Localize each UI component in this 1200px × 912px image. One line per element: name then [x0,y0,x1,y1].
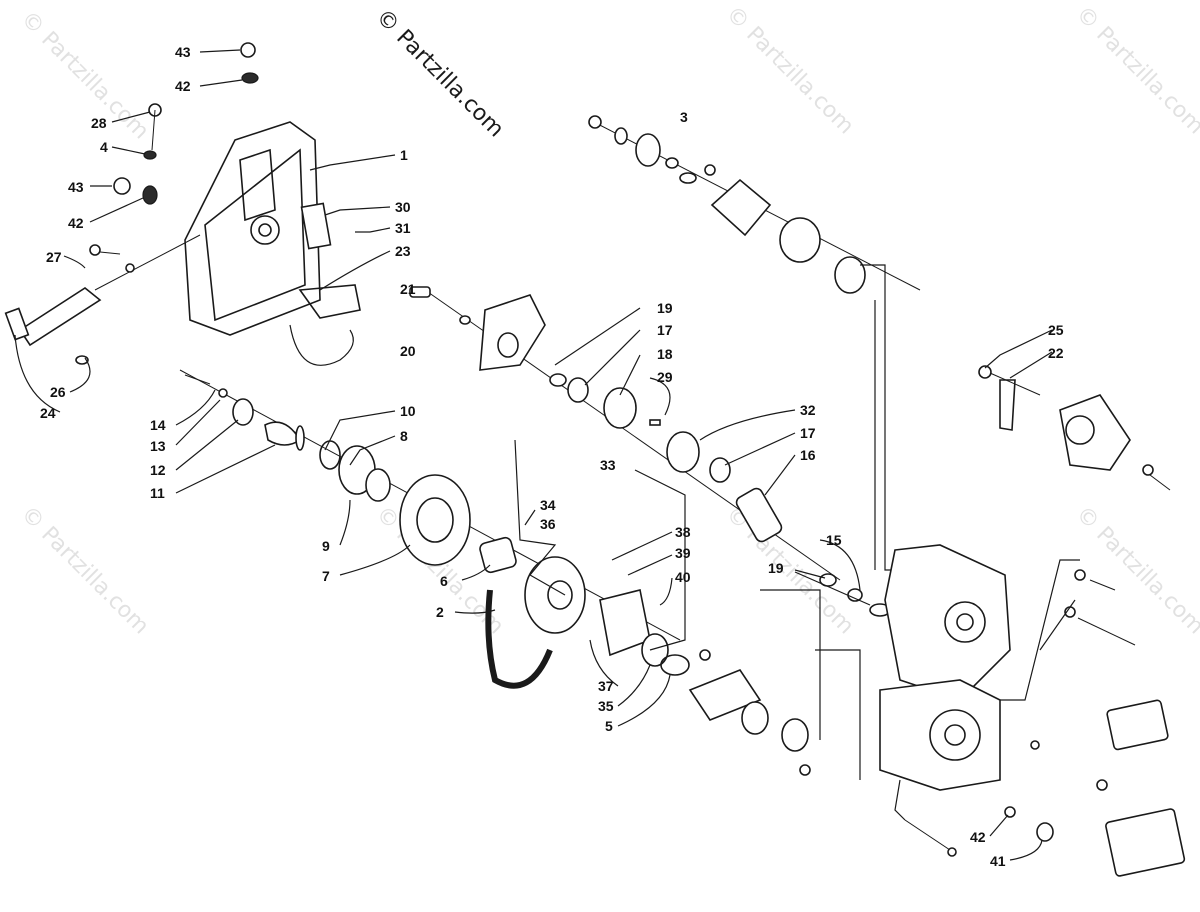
callout-label: 6 [440,573,448,589]
callout-label: 27 [46,249,62,265]
callout-label: 31 [395,220,411,236]
callout-label: 16 [800,447,816,463]
chaincase-cover [184,121,361,366]
callout-label: 42 [68,215,84,231]
callout-label: 19 [768,560,784,576]
callout-label: 11 [150,485,165,501]
callout-label: 25 [1048,322,1064,338]
housing-fasteners [904,365,1171,857]
callout-label: 10 [400,403,416,419]
watermark-text: © Partzilla.com [16,502,154,640]
callout-label: 36 [540,516,556,532]
callout-label: 35 [598,698,614,714]
leader-lines [14,49,1080,861]
callout-label: 39 [675,545,691,561]
callout-label: 30 [395,199,411,215]
watermark-text: © Partzilla.com [721,502,859,640]
callout-label: 22 [1048,345,1064,361]
main-watermark: © Partzilla.com [371,5,509,143]
gear-housing [879,379,1186,877]
callout-label: 8 [400,428,408,444]
callout-label: 7 [322,568,330,584]
callout-label: 42 [175,78,191,94]
watermark-text: © Partzilla.com [721,2,859,140]
callout-label: 3 [680,109,688,125]
right-lower-stack [688,649,811,776]
callout-label: 34 [540,497,556,513]
callout-label: 12 [150,462,166,478]
callout-label: 14 [150,417,166,433]
callout-label: 15 [826,532,842,548]
callout-label: 19 [657,300,673,316]
callout-label: 26 [50,384,66,400]
callout-label: 32 [800,402,816,418]
callout-label: 1 [400,147,408,163]
callout-label: 40 [675,569,691,585]
shaft-stack-left [179,369,690,689]
callout-label: 38 [675,524,691,540]
callout-label: 5 [605,718,613,734]
callout-label: 13 [150,438,166,454]
callout-label: 2 [436,604,444,620]
watermark-text: © Partzilla.com [1071,502,1200,640]
callout-label: 17 [800,425,816,441]
callout-label: 37 [598,678,614,694]
upper-middle-stack [409,286,891,617]
callout-label: 24 [40,405,56,421]
callout-label: 41 [990,853,1006,869]
callout-label: 28 [91,115,107,131]
callout-label: 20 [400,343,416,359]
watermark-text: © Partzilla.com [16,7,154,145]
callout-labels: 43 42 28 4 43 42 1 30 31 23 27 26 24 14 … [40,44,1064,869]
callout-label: 42 [970,829,986,845]
callout-label: 43 [68,179,84,195]
upper-right-stack [588,115,921,571]
watermark-text: © Partzilla.com [1071,2,1200,140]
callout-label: 29 [657,369,673,385]
cover-fasteners [4,42,259,365]
callout-label: 17 [657,322,673,338]
callout-label: 33 [600,457,616,473]
callout-label: 23 [395,243,411,259]
callout-label: 43 [175,44,191,60]
callout-label: 18 [657,346,673,362]
callout-label: 4 [100,139,108,155]
callout-label: 9 [322,538,330,554]
callout-label: 21 [400,281,416,297]
